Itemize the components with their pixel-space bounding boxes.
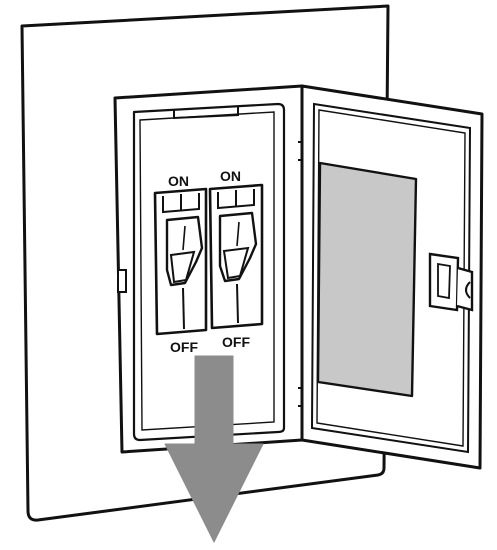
breaker-right	[208, 183, 264, 330]
breaker-left	[153, 187, 208, 336]
label-right-on: ON	[220, 168, 241, 184]
label-left-off: OFF	[170, 339, 198, 355]
door-latch-icon	[428, 252, 474, 312]
label-left-on: ON	[168, 173, 189, 189]
door-window	[316, 161, 418, 398]
label-right-off: OFF	[222, 334, 250, 350]
down-arrow-icon	[164, 355, 264, 543]
panel-door	[300, 84, 484, 470]
